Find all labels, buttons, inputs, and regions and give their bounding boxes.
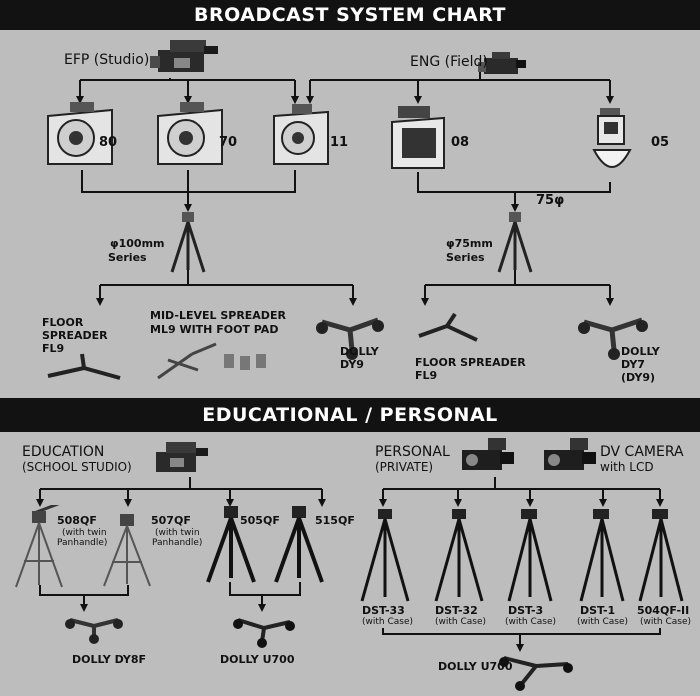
education-label: EDUCATION [22,444,105,460]
bowl-75-label: 75φ [536,193,565,208]
head-80-label: 80 [99,135,118,150]
dst1-name: DST-1 [580,604,616,617]
m504-note: (with Case) [640,617,692,627]
tripod-dst32-icon [434,509,484,602]
dolly-dy7-line2: DY7 [621,358,645,371]
dolly-dy9-icon [316,317,384,360]
mid-spreader-icon [157,342,266,380]
dst1-note: (with Case) [577,617,629,627]
floor-spreader-2-line2: FL9 [415,369,438,382]
series-75-text: Series [446,251,485,264]
tripod-507qf-icon [103,514,151,587]
dst33-name: DST-33 [362,604,405,617]
fluid-head-11-icon [273,104,329,165]
personal-label: PERSONAL [375,444,450,460]
series-100-text: Series [108,251,147,264]
model-508qf-note1: (with twin [62,528,107,538]
floor-spreader-2-icon [418,312,478,342]
dolly-dy9-line2: DY9 [340,358,364,371]
dolly-dy8f-icon [65,618,123,644]
tripod-504qf-icon [638,509,684,602]
dst33-note: (with Case) [362,617,414,627]
dv-camera-2-icon [544,438,596,470]
tripod-515qf-icon [274,506,324,583]
floor-spreader-2-line1: FLOOR SPREADER [415,356,526,369]
eng-label: ENG (Field) [410,54,488,70]
dst3-name: DST-3 [508,604,544,617]
head-11-label: 11 [330,135,349,150]
floor-spreader-1-line1: FLOOR [42,316,84,329]
dolly-dy8f-label: DOLLY DY8F [72,653,147,666]
education-camera-icon [156,442,208,472]
fluid-head-08-icon [391,106,445,169]
model-507qf-note1: (with twin [155,528,200,538]
head-70-label: 70 [219,135,238,150]
model-515qf-name: 515QF [315,514,355,527]
fluid-head-80-icon [47,102,113,165]
education-sub: (SCHOOL STUDIO) [22,460,132,474]
educational-banner: EDUCATIONAL / PERSONAL [0,398,700,432]
dv-camera-sub: with LCD [600,460,654,474]
dolly-dy9-line1: DOLLY [340,345,379,358]
head-05-label: 05 [651,135,670,150]
dolly-dy7-line1: DOLLY [621,345,660,358]
series-75-size: φ75mm [446,237,493,250]
dst32-note: (with Case) [435,617,487,627]
model-505qf-name: 505QF [240,514,280,527]
fluid-head-05-icon [592,108,632,168]
fluid-head-70-icon [157,102,223,165]
broadcast-banner: BROADCAST SYSTEM CHART [0,0,700,30]
eng-camera-icon [478,52,526,74]
model-507qf-name: 507QF [151,514,191,527]
head-08-label: 08 [451,135,470,150]
floor-spreader-1-line3: FL9 [42,342,65,355]
mid-spreader-line2: ML9 WITH FOOT PAD [150,323,279,336]
dst3-note: (with Case) [505,617,557,627]
tripod-100mm-icon [170,212,206,273]
personal-sub: (PRIVATE) [375,460,434,474]
dolly-dy7-icon [578,317,648,360]
series-100-size: φ100mm [110,237,165,250]
model-508qf-name: 508QF [57,514,97,527]
dolly-u700-a-label: DOLLY U700 [220,653,295,666]
model-508qf-note2: Panhandle) [57,538,108,548]
dv-camera-label: DV CAMERA [600,444,684,460]
tripod-505qf-icon [206,506,256,583]
tripod-508qf-icon [15,505,63,588]
efp-label: EFP (Studio) [64,52,150,68]
model-507qf-note2: Panhandle) [152,538,203,548]
m504-name: 504QF-II [637,604,690,617]
tripod-dst1-icon [579,509,625,602]
tripod-dst33-icon [360,509,410,602]
floor-spreader-1-icon [47,353,121,380]
dv-camera-1-icon [462,438,514,470]
dolly-u700-b-label: DOLLY U700 [438,660,513,673]
floor-spreader-1-line2: SPREADER [42,329,108,342]
dst32-name: DST-32 [435,604,478,617]
tripod-75mm-icon [497,212,533,273]
tripod-dst3-icon [507,509,553,602]
dolly-dy7-line3: (DY9) [621,371,656,384]
efp-camera-icon [150,40,218,72]
dolly-u700-b-icon [499,656,573,691]
mid-spreader-line1: MID-LEVEL SPREADER [150,309,286,322]
dolly-u700-a-icon [233,618,295,648]
